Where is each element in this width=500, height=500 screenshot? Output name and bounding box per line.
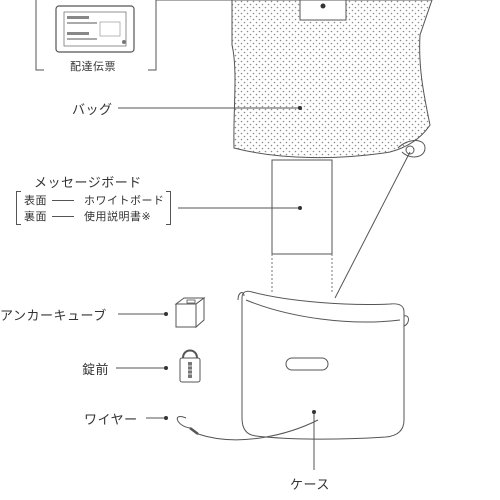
wire-illustration — [176, 416, 319, 441]
board-front-side-label: 表面 — [24, 194, 47, 207]
message-board-label: メッセージボード — [34, 176, 142, 191]
lock-illustration — [179, 349, 201, 383]
anchor-cube-illustration — [174, 297, 206, 329]
board-back-side-label: 裏面 — [24, 210, 47, 223]
delivery-slip-label: 配達伝票 — [70, 60, 116, 73]
board-front-dash — [52, 200, 74, 201]
case-label: ケース — [290, 478, 330, 493]
message-board-illustration — [271, 159, 333, 292]
case-illustration — [237, 290, 409, 440]
board-bracket-left — [16, 191, 21, 225]
lock-label: 錠前 — [82, 363, 110, 378]
wire-label: ワイヤー — [84, 413, 138, 428]
bag-illustration — [231, 0, 433, 159]
board-back-desc-label: 使用説明書※ — [84, 210, 152, 223]
board-front-desc-label: ホワイトボード — [84, 194, 165, 207]
delivery-slip-illustration — [35, 0, 157, 71]
bag-label: バッグ — [72, 103, 113, 118]
board-bracket-right — [166, 191, 171, 225]
anchor-cube-label: アンカーキューブ — [0, 309, 107, 324]
board-back-dash — [52, 216, 74, 217]
